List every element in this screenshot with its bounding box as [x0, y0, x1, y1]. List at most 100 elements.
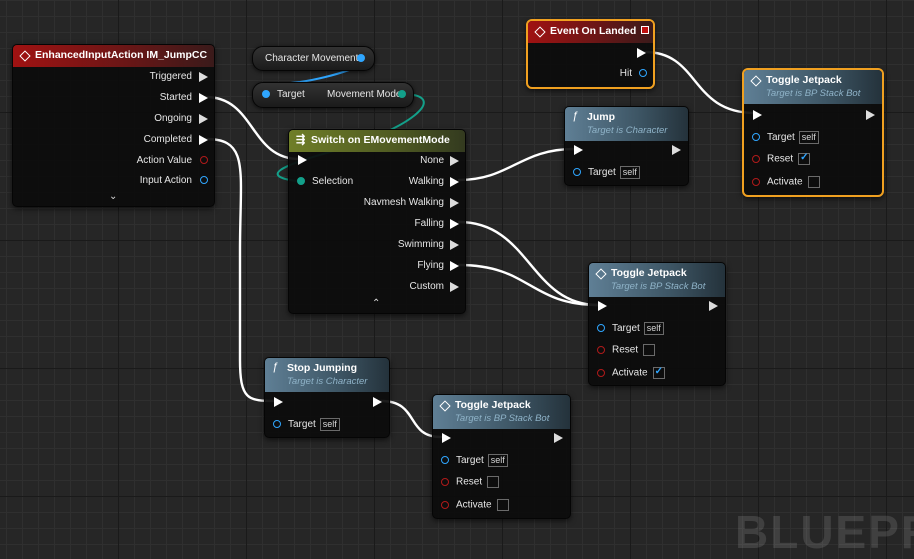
target-in-pin[interactable]: [262, 90, 270, 98]
enhanced-input-action-node[interactable]: EnhancedInputAction IM_JumpCC Triggered …: [12, 44, 215, 207]
reset-in-pin[interactable]: [441, 478, 449, 486]
exec-out-none-pin[interactable]: [450, 156, 459, 166]
character-movement-node[interactable]: Character Movement: [252, 46, 375, 71]
exec-out-pin[interactable]: [709, 301, 718, 311]
target-in-pin[interactable]: [273, 420, 281, 428]
character-movement-out-pin[interactable]: [357, 54, 365, 62]
blueprint-watermark: BLUEPR: [735, 506, 914, 558]
node-subtitle: Target is Character: [587, 125, 668, 136]
exec-in-pin[interactable]: [274, 397, 283, 407]
node-title: Jump: [587, 111, 616, 123]
activate-checkbox[interactable]: [652, 366, 665, 379]
self-value: self: [619, 166, 640, 179]
exec-out-pin[interactable]: [373, 397, 382, 407]
activate-checkbox[interactable]: [807, 176, 820, 188]
exec-out-flying-pin[interactable]: [450, 261, 459, 271]
target-label: Target: [588, 167, 616, 178]
exec-out-pin[interactable]: [637, 48, 646, 58]
exec-out-walking-pin[interactable]: [450, 177, 459, 187]
exec-in-pin[interactable]: [574, 145, 583, 155]
target-in-pin[interactable]: [573, 168, 581, 176]
exec-out-ongoing-pin[interactable]: [199, 114, 208, 124]
node-header: Toggle Jetpack Target is BP Stack Bot: [744, 70, 882, 104]
exec-out-pin[interactable]: [672, 145, 681, 155]
reset-label: Reset: [612, 344, 639, 356]
hit-label: Hit: [619, 68, 632, 79]
event-on-landed-node[interactable]: Event On Landed Hit: [526, 19, 655, 89]
node-title: Toggle Jetpack: [455, 399, 531, 411]
wire-falling-to-toggle-mid[interactable]: [457, 220, 600, 307]
target-in-pin[interactable]: [752, 133, 760, 141]
reset-in-pin[interactable]: [752, 155, 760, 163]
self-value: self: [798, 131, 819, 144]
activate-in-pin[interactable]: [441, 501, 449, 509]
collapse-chevron-icon[interactable]: ⌃: [372, 298, 381, 309]
reset-row: Reset: [456, 476, 500, 489]
node-header: ƒ Jump Target is Character: [565, 107, 688, 141]
target-in-pin[interactable]: [441, 456, 449, 464]
node-title: Toggle Jetpack: [766, 74, 842, 86]
event-diamond-icon: [595, 268, 607, 280]
exec-out-pin[interactable]: [866, 110, 875, 120]
target-label: Target: [767, 132, 795, 143]
pin-label-ongoing: Ongoing: [154, 113, 192, 124]
pin-label-input-action: Input Action: [139, 175, 192, 186]
action-value-pin[interactable]: [200, 156, 208, 164]
target-in-pin[interactable]: [597, 324, 605, 332]
activate-in-pin[interactable]: [752, 178, 760, 186]
exec-out-custom-pin[interactable]: [450, 282, 459, 292]
function-icon: ƒ: [572, 110, 579, 122]
node-header: ⇶ Switch on EMovementMode: [289, 130, 465, 152]
wire-walking-to-jump[interactable]: [457, 147, 576, 182]
toggle-jetpack-node-mid[interactable]: Toggle Jetpack Target is BP Stack Bot Ta…: [588, 262, 726, 386]
self-value: self: [319, 418, 340, 431]
reset-checkbox[interactable]: [487, 476, 500, 488]
event-diamond-icon: [439, 400, 451, 412]
exec-out-swimming-pin[interactable]: [450, 240, 459, 250]
exec-out-pin[interactable]: [554, 433, 563, 443]
exec-in-pin[interactable]: [753, 110, 762, 120]
get-movement-mode-node[interactable]: Target Movement Mode: [252, 82, 414, 108]
output-label-walking: Walking: [408, 176, 444, 187]
activate-checkbox[interactable]: [496, 499, 509, 511]
exec-out-completed-pin[interactable]: [199, 135, 208, 145]
reset-in-pin[interactable]: [597, 346, 605, 354]
node-subtitle: Target is BP Stack Bot: [611, 281, 706, 292]
node-header: EnhancedInputAction IM_JumpCC: [13, 45, 214, 67]
activate-in-pin[interactable]: [597, 369, 605, 377]
toggle-jetpack-node-top[interactable]: Toggle Jetpack Target is BP Stack Bot Ta…: [742, 68, 884, 197]
expand-chevron-icon[interactable]: ⌄: [109, 191, 118, 202]
node-title: Switch on EMovementMode: [311, 134, 450, 146]
exec-out-triggered-pin[interactable]: [199, 72, 208, 82]
reset-label: Reset: [456, 476, 483, 488]
node-title: Event On Landed: [550, 25, 637, 37]
reset-checkbox[interactable]: [643, 344, 656, 356]
wire-landed-to-toggle-top[interactable]: [643, 50, 757, 115]
exec-out-navmesh-pin[interactable]: [450, 198, 459, 208]
movement-mode-out-pin[interactable]: [398, 90, 406, 98]
node-subtitle: Target is BP Stack Bot: [766, 88, 861, 99]
exec-in-pin[interactable]: [442, 433, 451, 443]
switch-movement-mode-node[interactable]: ⇶ Switch on EMovementMode Selection None…: [288, 129, 466, 314]
pin-label-started: Started: [159, 92, 192, 103]
exec-in-pin[interactable]: [598, 301, 607, 311]
target-label: Target: [456, 455, 484, 466]
exec-out-falling-pin[interactable]: [450, 219, 459, 229]
wire-flying-to-toggle-mid[interactable]: [457, 263, 600, 307]
stop-jumping-node[interactable]: ƒ Stop Jumping Target is Character Targe…: [264, 357, 390, 438]
reset-row: Reset: [612, 344, 656, 357]
node-label: Character Movement: [265, 53, 359, 64]
input-action-pin[interactable]: [200, 176, 208, 184]
exec-in-pin[interactable]: [298, 155, 307, 165]
toggle-jetpack-node-bottom[interactable]: Toggle Jetpack Target is BP Stack Bot Ta…: [432, 394, 571, 519]
selection-in-pin[interactable]: [297, 177, 305, 185]
exec-out-started-pin[interactable]: [199, 93, 208, 103]
node-header: ƒ Stop Jumping Target is Character: [265, 358, 389, 392]
event-diamond-icon: [750, 75, 762, 87]
hit-out-pin[interactable]: [639, 69, 647, 77]
reset-checkbox[interactable]: [798, 152, 811, 165]
function-icon: ƒ: [272, 361, 279, 373]
